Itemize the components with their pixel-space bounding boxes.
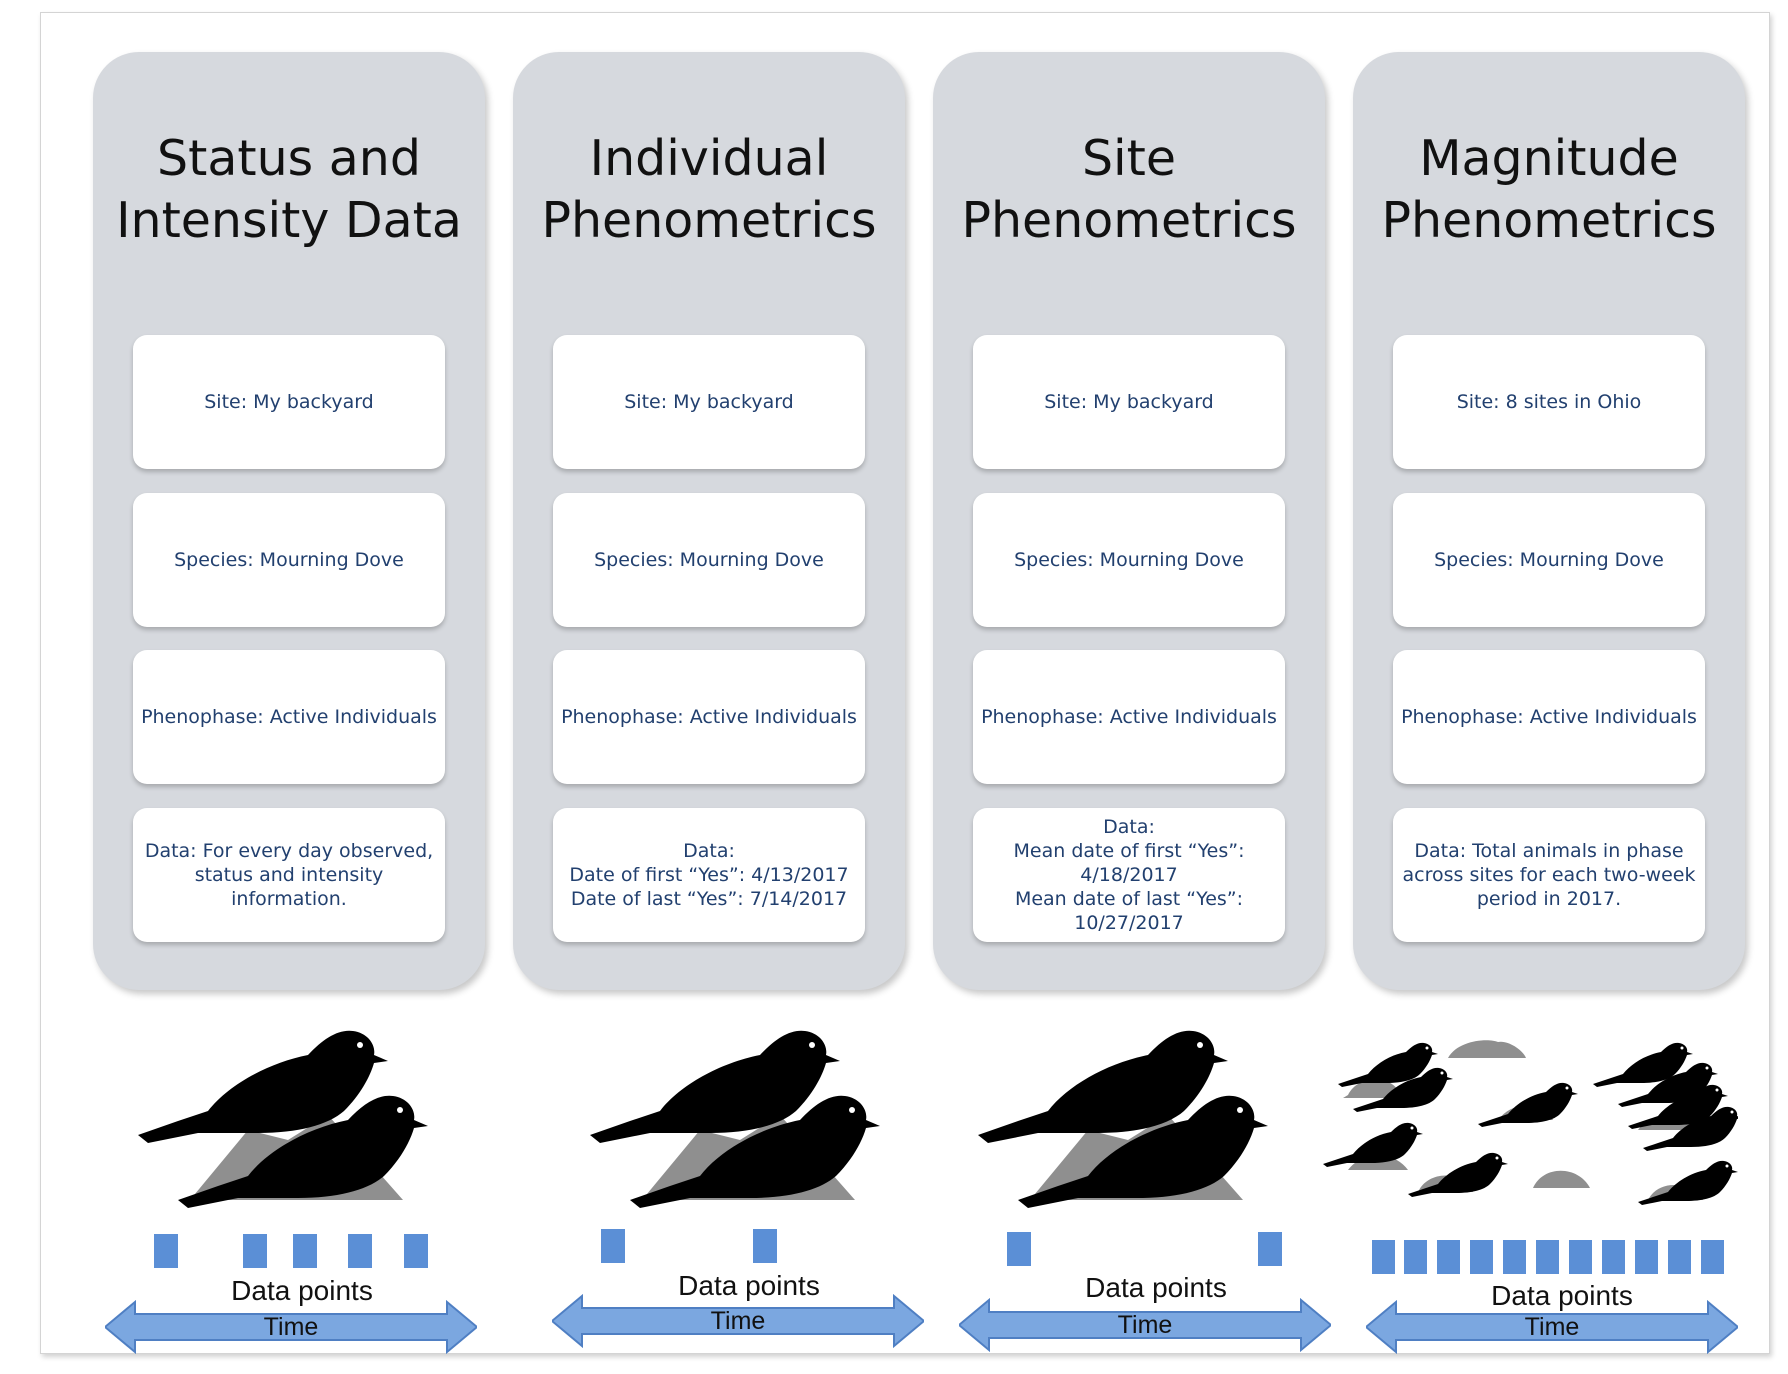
data-point — [601, 1229, 625, 1263]
time-label: Time — [1524, 1313, 1580, 1341]
column-title: Magnitude Phenometrics — [1381, 130, 1717, 249]
rock-icon — [1533, 1170, 1590, 1188]
data-point — [348, 1234, 372, 1268]
mourning-dove-flock-illustration — [1323, 1040, 1738, 1205]
species-card: Species: Mourning Dove — [133, 493, 445, 627]
mourning-dove-silhouette-icon — [1408, 1152, 1508, 1197]
time-label: Time — [1117, 1311, 1173, 1339]
data-point — [1258, 1232, 1282, 1266]
data-point — [1701, 1240, 1724, 1274]
column-title: Individual Phenometrics — [541, 130, 877, 249]
data-points-label: Data points — [231, 1275, 373, 1306]
double-arrow-icon — [1366, 1300, 1738, 1354]
mourning-dove-pair-illustration — [138, 1030, 428, 1208]
data-point — [154, 1234, 178, 1268]
column-title: Status and Intensity Data — [116, 130, 462, 249]
mourning-dove-silhouette-icon — [1478, 1082, 1578, 1127]
data-card: Data: Date of first “Yes”: 4/13/2017 Dat… — [553, 808, 865, 942]
data-point — [1668, 1240, 1691, 1274]
mourning-dove-silhouette-icon — [1323, 1122, 1423, 1167]
mourning-dove-pair-illustration — [590, 1030, 880, 1208]
species-card: Species: Mourning Dove — [1393, 493, 1705, 627]
data-point — [1569, 1240, 1592, 1274]
phenophase-card: Phenophase: Active Individuals — [973, 650, 1285, 784]
data-points-label: Data points — [1085, 1272, 1227, 1303]
site-card: Site: My backyard — [553, 335, 865, 469]
data-points-label: Data points — [1491, 1280, 1633, 1311]
species-card: Species: Mourning Dove — [553, 493, 865, 627]
data-point — [1536, 1240, 1559, 1274]
column-title: Site Phenometrics — [961, 130, 1297, 249]
data-point — [1635, 1240, 1658, 1274]
data-card: Data: Total animals in phase across site… — [1393, 808, 1705, 942]
column-site-phenometrics: Site Phenometrics Site: My backyard Spec… — [933, 52, 1325, 990]
column-status-intensity: Status and Intensity Data Site: My backy… — [93, 52, 485, 990]
data-card: Data: Mean date of first “Yes”: 4/18/201… — [973, 808, 1285, 942]
data-point — [1437, 1240, 1460, 1274]
time-label: Time — [710, 1307, 766, 1335]
mourning-dove-pair-illustration — [978, 1030, 1268, 1208]
site-card: Site: My backyard — [133, 335, 445, 469]
mourning-dove-silhouette-icon — [1638, 1160, 1738, 1205]
species-card: Species: Mourning Dove — [973, 493, 1285, 627]
site-card: Site: 8 sites in Ohio — [1393, 335, 1705, 469]
double-arrow-icon — [552, 1294, 924, 1348]
rock-icon — [1343, 1079, 1403, 1098]
rock-icon — [1448, 1040, 1526, 1058]
data-point — [1372, 1240, 1395, 1274]
double-arrow-icon — [959, 1298, 1331, 1352]
data-point — [1602, 1240, 1625, 1274]
phenophase-card: Phenophase: Active Individuals — [1393, 650, 1705, 784]
column-magnitude-phenometrics: Magnitude Phenometrics Site: 8 sites in … — [1353, 52, 1745, 990]
time-label: Time — [263, 1313, 319, 1341]
data-point — [1503, 1240, 1526, 1274]
double-arrow-icon — [105, 1300, 477, 1354]
phenophase-card: Phenophase: Active Individuals — [553, 650, 865, 784]
site-card: Site: My backyard — [973, 335, 1285, 469]
data-point — [1470, 1240, 1493, 1274]
data-card: Data: For every day observed, status and… — [133, 808, 445, 942]
data-point — [243, 1234, 267, 1268]
phenophase-card: Phenophase: Active Individuals — [133, 650, 445, 784]
data-point — [293, 1234, 317, 1268]
data-point — [753, 1229, 777, 1263]
data-point — [404, 1234, 428, 1268]
data-point — [1007, 1232, 1031, 1266]
data-point — [1404, 1240, 1427, 1274]
data-points-label: Data points — [678, 1270, 820, 1301]
column-individual-phenometrics: Individual Phenometrics Site: My backyar… — [513, 52, 905, 990]
